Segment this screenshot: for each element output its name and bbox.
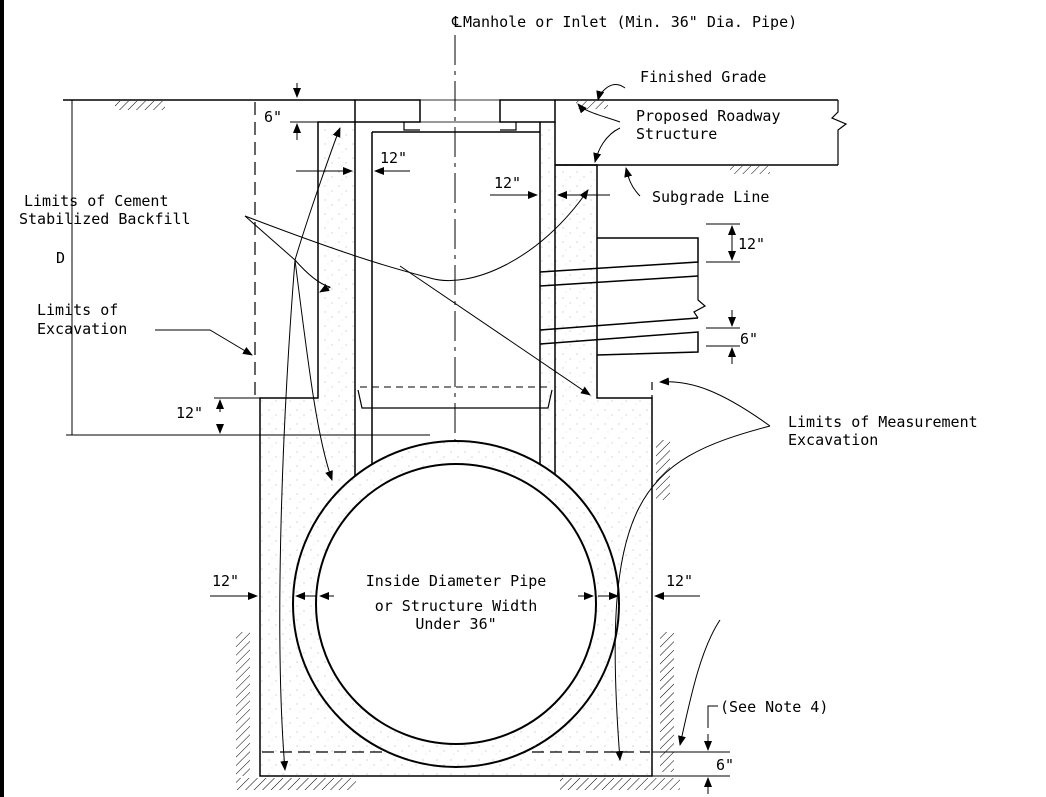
dim-left12-text: 12": [212, 572, 239, 590]
dim-pipe6-text: 6": [740, 330, 758, 348]
see-note-label: (See Note 4): [720, 698, 828, 716]
inside-diameter-label: Inside Diameter Pipe: [366, 572, 547, 590]
lower-side-pipe-inner: [539, 331, 699, 356]
main-pipe-inner: [315, 463, 597, 745]
inside-diameter-label-3: Under 36": [415, 615, 496, 633]
measurement-excavation-label: Limits of Measurement: [788, 413, 978, 431]
left-border: [0, 0, 4, 797]
limits-excavation-label-2: Excavation: [37, 320, 127, 338]
manhole-frame-left: [354, 99, 421, 123]
centerline-label: Manhole or Inlet (Min. 36" Dia. Pipe): [463, 13, 797, 31]
dim-top6-text: 6": [264, 108, 282, 126]
cement-backfill-label: Limits of Cement: [24, 192, 169, 210]
finished-grade-label: Finished Grade: [640, 68, 766, 86]
side-hatch-right-lower: [660, 632, 674, 772]
side-hatch-right-upper: [656, 440, 670, 500]
manhole-frame-right: [499, 99, 556, 123]
dim-wall12-text: 12": [380, 149, 407, 167]
upper-side-pipe-inner: [539, 275, 699, 287]
limits-excavation-label: Limits of: [37, 301, 118, 319]
lower-side-pipe: [539, 317, 699, 331]
measurement-leader-top: [659, 377, 771, 427]
dim-bottom6-text: 6": [716, 756, 734, 774]
side-hatch-left: [236, 632, 250, 776]
subgrade-leader: [624, 167, 641, 197]
cement-leader-lowright: [399, 265, 591, 396]
cement-leader-main: [244, 215, 296, 261]
subgrade-hatch: [730, 166, 770, 174]
cement-leader-mid: [294, 259, 331, 293]
dim-right-side12-text: 12": [666, 572, 693, 590]
frame-lip-right: [500, 122, 517, 131]
bottom-hatch-right: [560, 778, 680, 790]
depth-label: D: [56, 249, 65, 267]
cement-leader-pipe: [294, 259, 333, 481]
ground-hatch-left: [115, 101, 165, 110]
measurement-excavation-label-2: Excavation: [788, 431, 878, 449]
subgrade-line-label: Subgrade Line: [652, 188, 769, 206]
pipe-break-line: [693, 262, 707, 319]
cement-backfill-label-2: Stabilized Backfill: [19, 210, 191, 228]
excavation-leader: [155, 329, 253, 356]
dim-step12-text: 12": [176, 404, 203, 422]
roadway-break-line: [830, 100, 848, 165]
cement-leader-right: [244, 189, 589, 282]
centerline-symbol: ℄: [451, 13, 462, 31]
proposed-roadway-label-2: Structure: [636, 125, 717, 143]
bottom-hatch-left: [236, 778, 356, 790]
cement-leader-bottom: [279, 259, 296, 771]
measurement-leader-bottom: [614, 425, 771, 761]
backfill-outline: [259, 121, 653, 777]
roadway-leader-2: [593, 127, 621, 163]
roadway-leader-1: [577, 103, 621, 123]
ground-hatch-right: [576, 101, 608, 109]
cement-leader-top: [294, 127, 341, 261]
proposed-roadway-label: Proposed Roadway: [636, 107, 781, 125]
dim-right12-text: 12": [494, 174, 521, 192]
see-note-leader: [707, 705, 718, 728]
upper-side-pipe: [539, 237, 699, 273]
frame-lip-left: [403, 122, 420, 131]
measurement-leader-mid: [678, 619, 721, 746]
finished-grade-leader: [596, 84, 626, 101]
manhole-cover: [419, 99, 501, 123]
inside-diameter-label-2: or Structure Width: [375, 597, 538, 615]
dim-pipe12-text: 12": [738, 235, 765, 253]
